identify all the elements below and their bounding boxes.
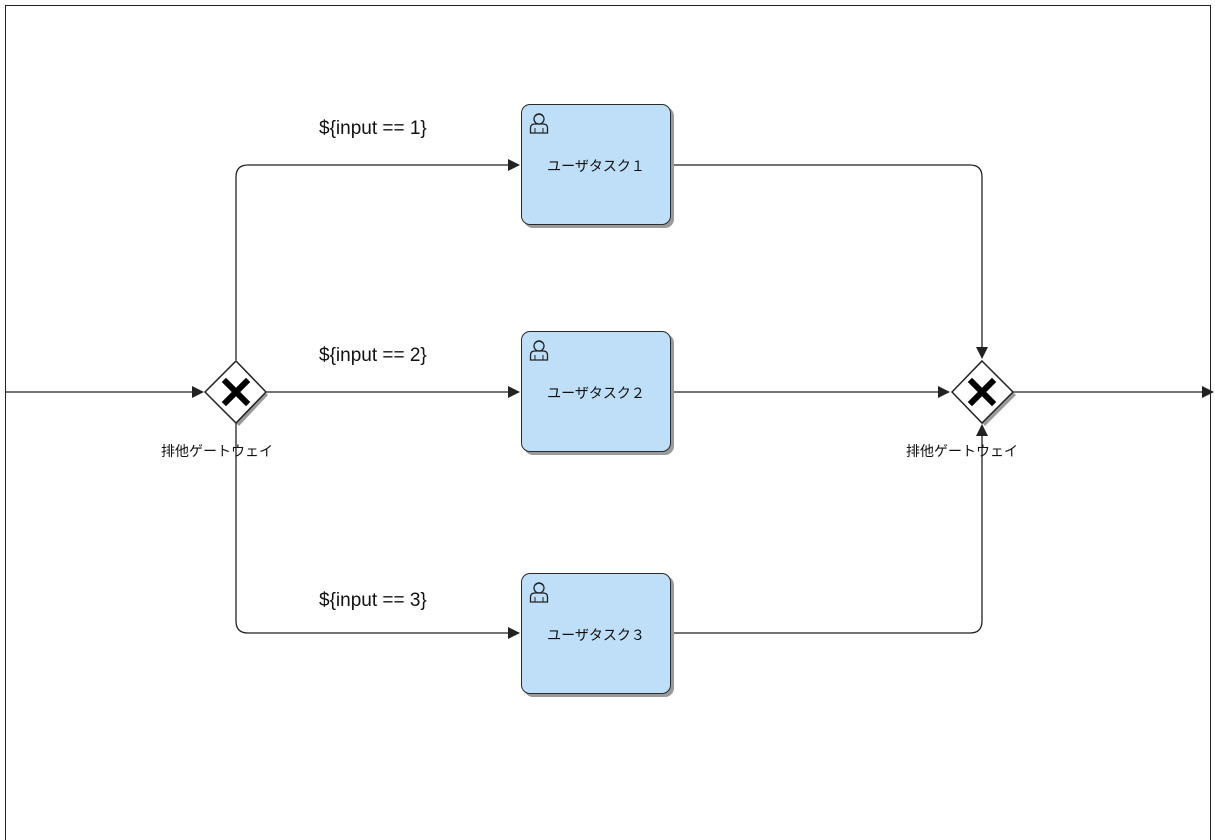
task-label: ユーザタスク１ <box>547 159 645 175</box>
user-icon <box>529 113 549 134</box>
split-gateway-label: 排他ゲートウェイ <box>161 444 273 460</box>
flow-task1-to-join[interactable] <box>673 164 988 359</box>
user-task-1[interactable]: ユーザタスク１ <box>521 104 671 225</box>
split-gateway[interactable] <box>203 359 268 426</box>
user-task-2[interactable]: ユーザタスク２ <box>521 331 671 452</box>
join-gateway[interactable] <box>950 359 1016 426</box>
flow-split-to-task3[interactable] <box>235 423 520 639</box>
task-label: ユーザタスク３ <box>547 628 645 644</box>
condition-label-3: ${input == 3} <box>319 590 427 611</box>
user-task-3[interactable]: ユーザタスク３ <box>521 573 671 694</box>
condition-label-2: ${input == 2} <box>319 345 427 366</box>
exclusive-x-icon <box>221 377 251 407</box>
exclusive-x-icon <box>967 377 997 407</box>
user-icon <box>529 582 549 603</box>
task-label: ユーザタスク２ <box>547 386 645 402</box>
flow-task3-to-join[interactable] <box>673 424 988 634</box>
user-icon <box>529 340 549 361</box>
flow-split-to-task1[interactable] <box>235 159 520 360</box>
condition-label-1: ${input == 1} <box>319 118 427 139</box>
join-gateway-label: 排他ゲートウェイ <box>906 444 1018 460</box>
